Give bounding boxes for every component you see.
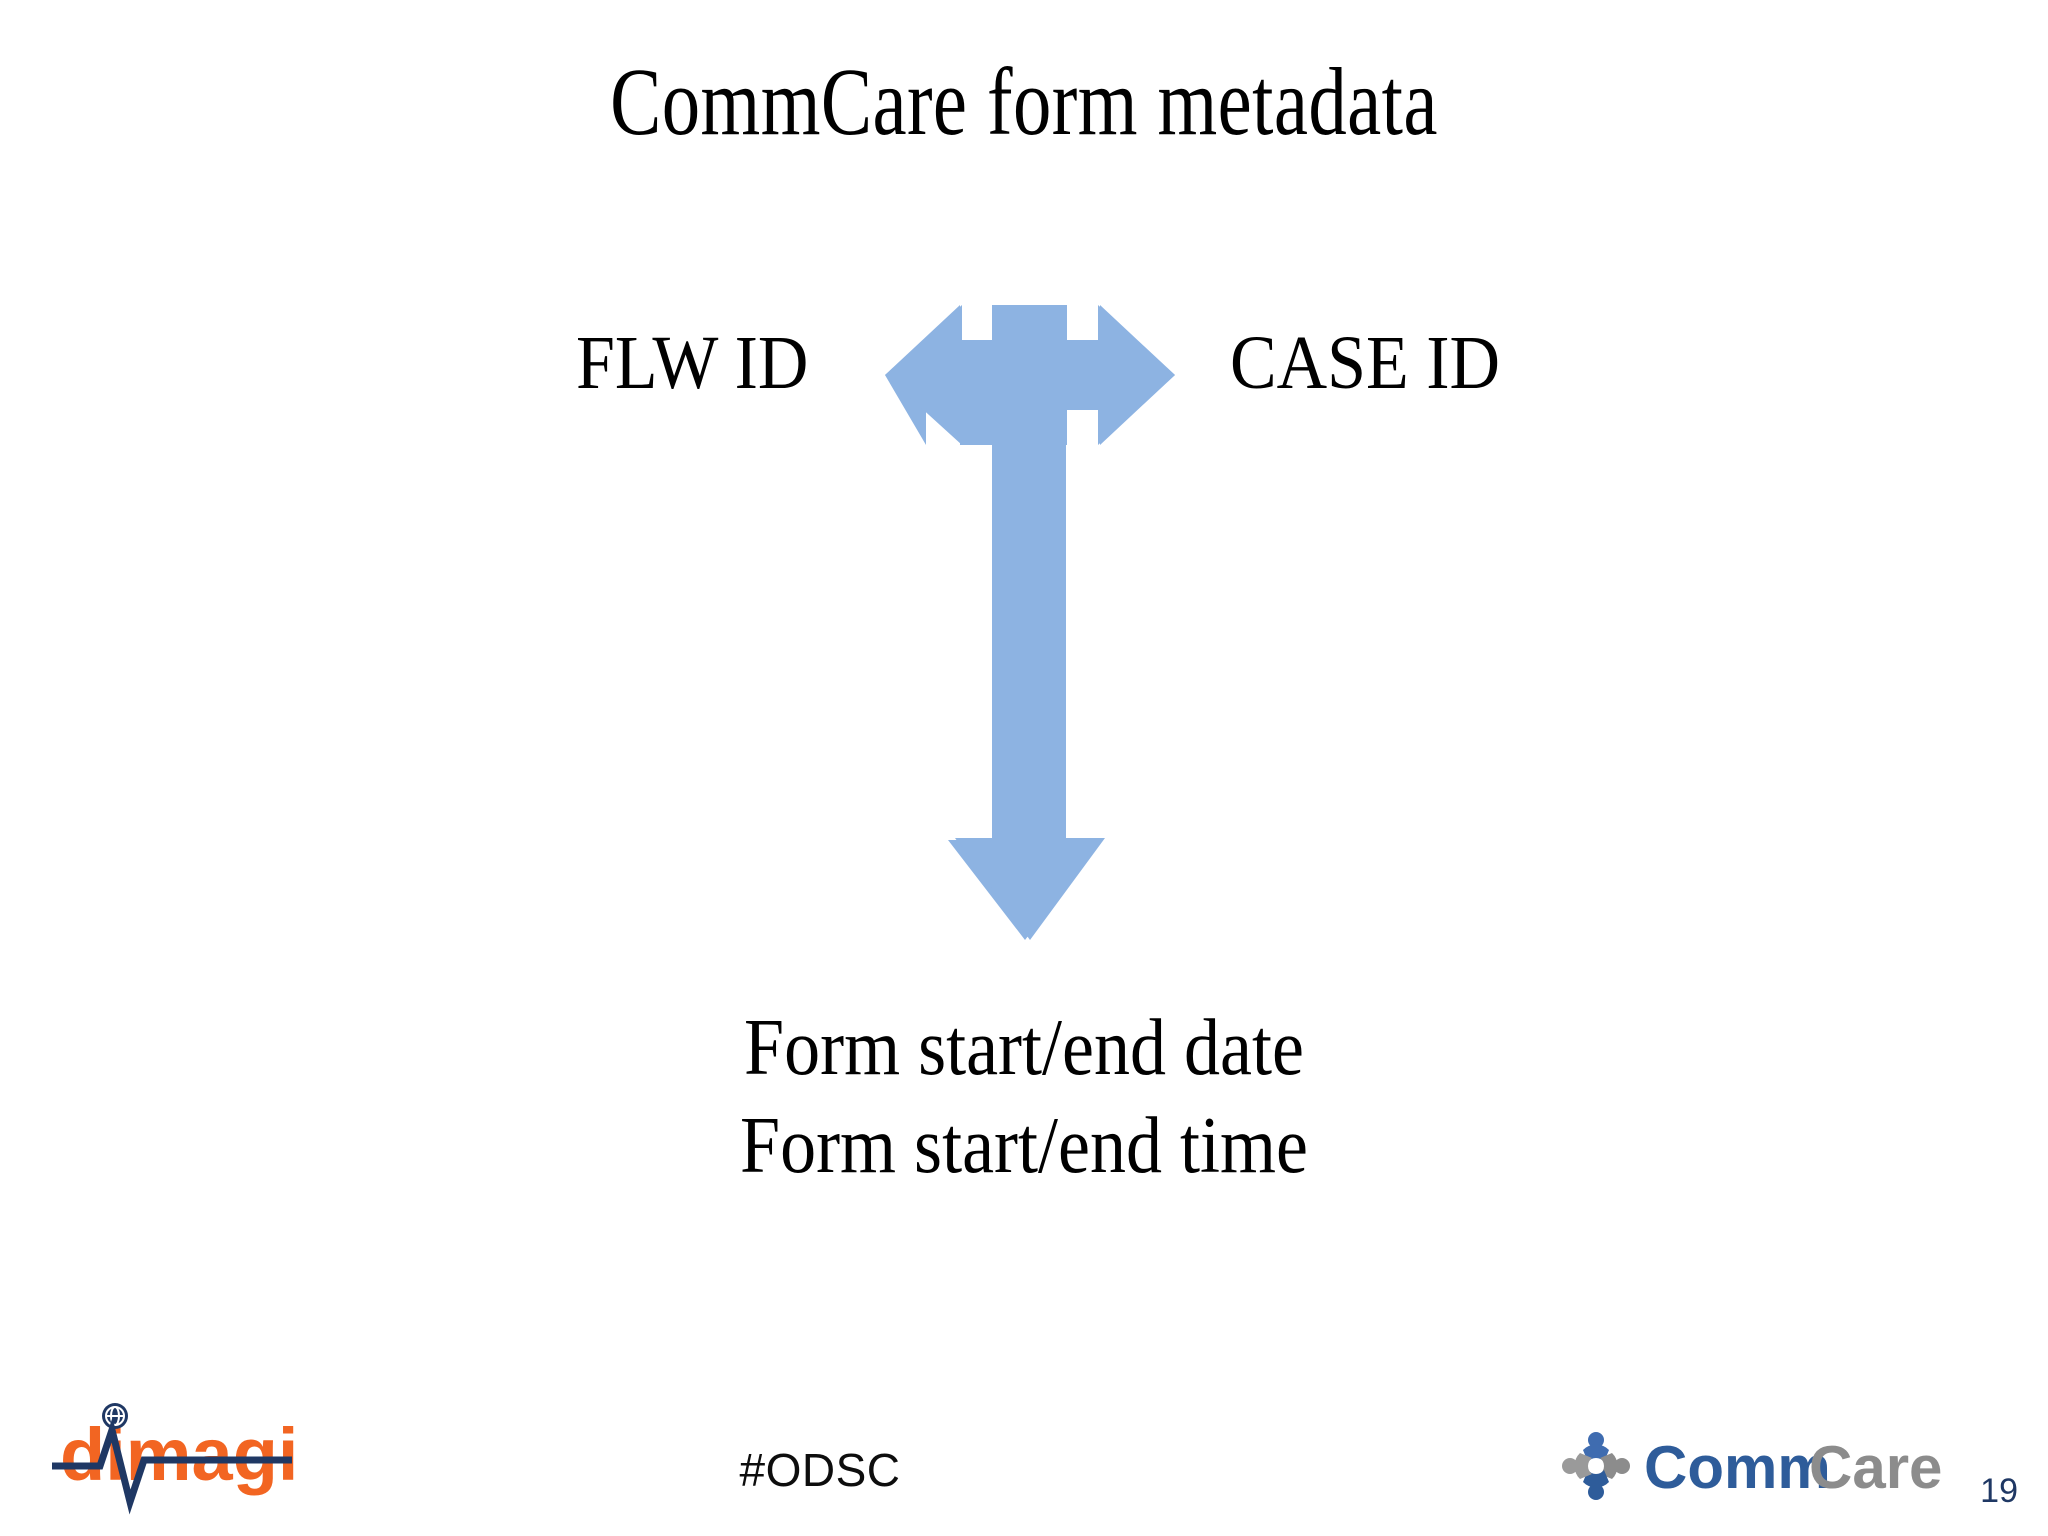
dimagi-logo: dimagi <box>52 1398 302 1518</box>
dimagi-wordmark: dimagi <box>60 1413 298 1496</box>
commcare-word-primary: Comm <box>1644 1434 1831 1501</box>
commcare-logo: Comm Care <box>1548 1420 1968 1516</box>
diagram-label-case-id: CASE ID <box>1230 321 1500 405</box>
arrow-shaft <box>994 340 1066 840</box>
arrow-graphic-container <box>860 290 1200 960</box>
down-arrowhead <box>955 838 1105 940</box>
pinwheel-people-icon <box>1562 1432 1630 1500</box>
footer-hashtag: #ODSC <box>739 1444 901 1496</box>
slide-page-number: 19 <box>1980 1472 2018 1510</box>
arrow-shape-group <box>885 305 1175 940</box>
diagram-label-flw-id: FLW ID <box>576 321 809 405</box>
diagram-body-text: Form start/end date Form start/end time <box>102 1000 1945 1195</box>
body-line-1: Form start/end date <box>744 1004 1304 1092</box>
commcare-word-secondary: Care <box>1809 1434 1942 1501</box>
page-title: CommCare form metadata <box>610 48 1438 155</box>
bidirectional-down-arrow-icon <box>885 305 1175 940</box>
body-line-2: Form start/end time <box>740 1101 1308 1190</box>
heartbeat-line-icon <box>52 1417 292 1515</box>
globe-icon <box>102 1403 128 1429</box>
